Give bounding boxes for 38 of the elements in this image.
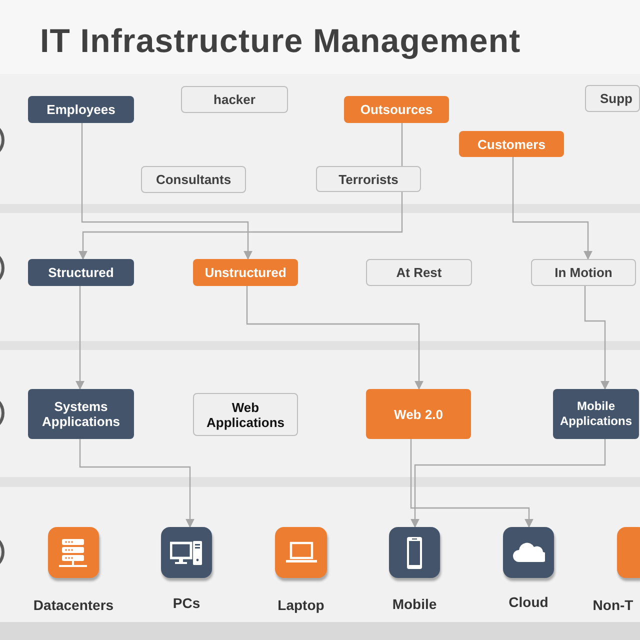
device-tile bbox=[161, 527, 212, 578]
category-box: Web 2.0 bbox=[366, 389, 471, 439]
category-box: Unstructured bbox=[193, 259, 298, 286]
device-tile bbox=[48, 527, 99, 578]
connector-arrow bbox=[246, 286, 424, 390]
category-box: At Rest bbox=[366, 259, 472, 286]
device-label: Laptop bbox=[276, 597, 326, 613]
category-box: Systems Applications bbox=[28, 389, 134, 439]
category-box: In Motion bbox=[531, 259, 636, 286]
category-box: Mobile Applications bbox=[553, 389, 639, 439]
connector-arrow bbox=[78, 192, 403, 260]
device-label: Mobile bbox=[391, 596, 438, 612]
category-box: Consultants bbox=[141, 166, 246, 193]
connector-arrow bbox=[81, 123, 252, 260]
category-box: Customers bbox=[459, 131, 564, 157]
device-tile bbox=[389, 527, 440, 578]
category-box: Web Applications bbox=[193, 393, 298, 436]
connector-arrow bbox=[512, 157, 592, 260]
connector-arrow bbox=[584, 286, 610, 390]
device-tile bbox=[617, 527, 640, 578]
category-box: Supp bbox=[585, 85, 640, 112]
category-box: hacker bbox=[181, 86, 288, 113]
title: IT Infrastructure Management bbox=[40, 22, 522, 60]
connector-arrow bbox=[410, 439, 606, 528]
connector-arrow bbox=[79, 439, 194, 528]
category-box: Terrorists bbox=[316, 166, 421, 192]
device-label: Datacenters bbox=[32, 597, 115, 613]
device-label: Non-T bbox=[592, 597, 634, 613]
category-box: Structured bbox=[28, 259, 134, 286]
category-box: Employees bbox=[28, 96, 134, 123]
connector-arrow bbox=[76, 286, 84, 390]
device-label: Cloud bbox=[508, 594, 550, 610]
device-tile bbox=[503, 527, 554, 578]
connector-arrow bbox=[410, 439, 534, 528]
connector-line bbox=[401, 123, 403, 166]
device-label: PCs bbox=[172, 595, 202, 611]
device-tile bbox=[275, 527, 327, 578]
category-box: Outsources bbox=[344, 96, 449, 123]
